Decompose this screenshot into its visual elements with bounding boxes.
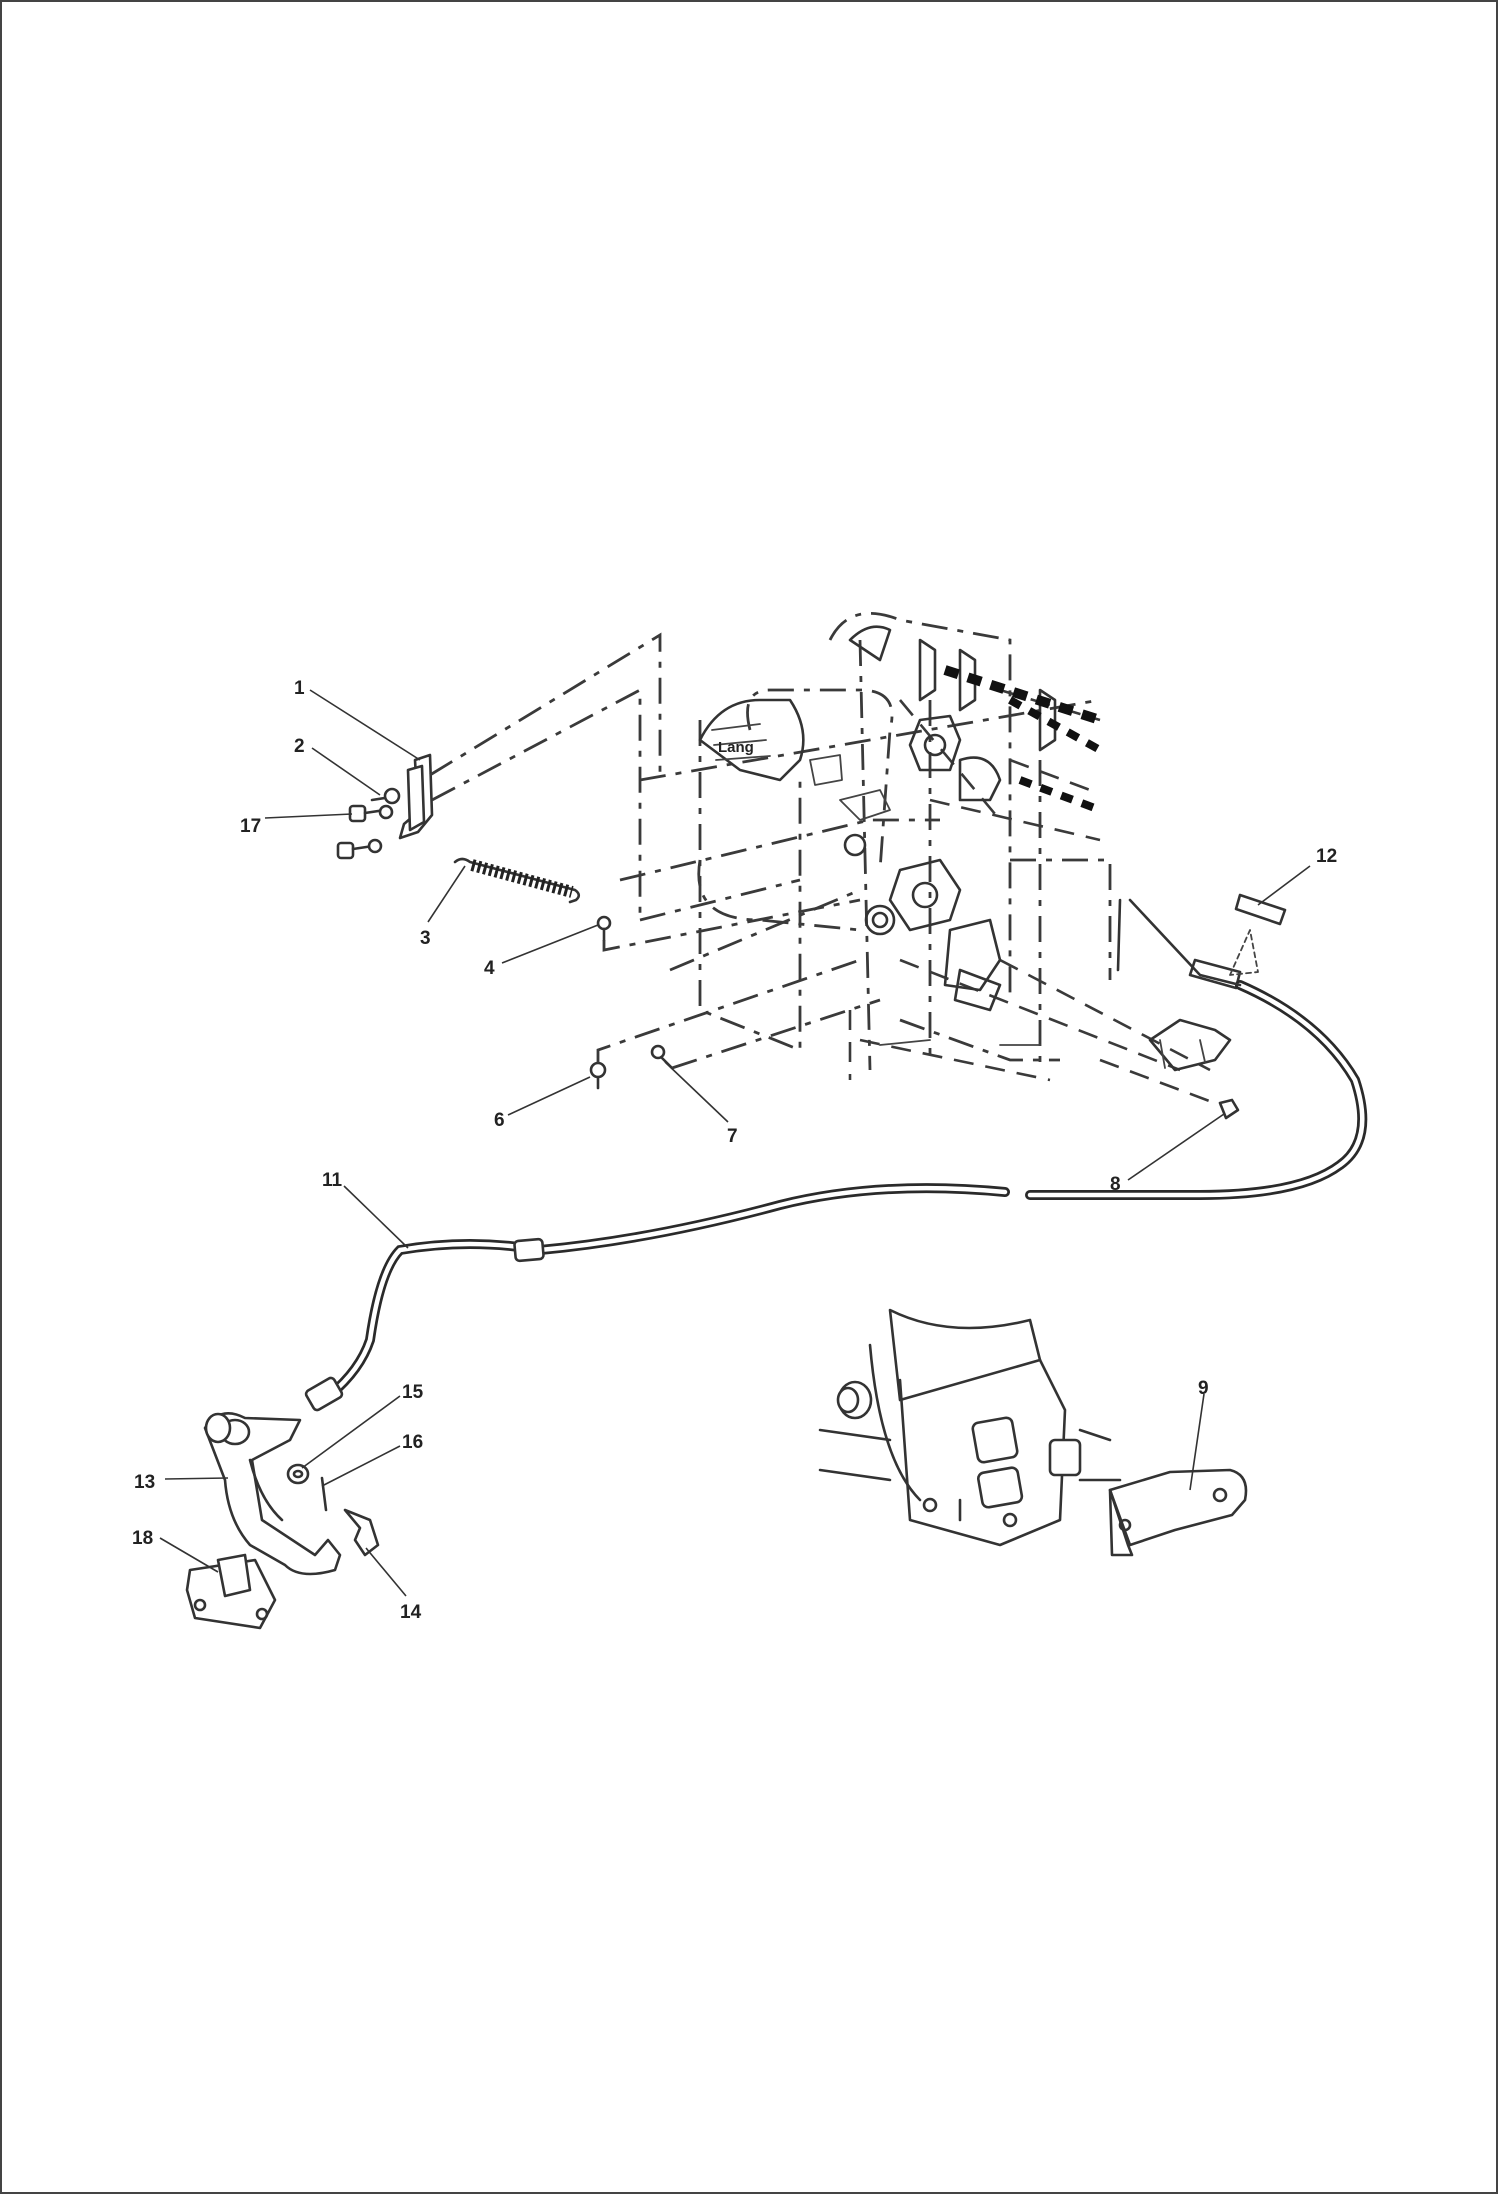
engine-assembly: Lang xyxy=(619,612,1211,1082)
callout-16: 16 xyxy=(402,1432,423,1453)
callout-11: 11 xyxy=(322,1170,343,1191)
clip-part-14 xyxy=(343,1508,380,1557)
callout-8: 8 xyxy=(1110,1174,1121,1195)
bracket-part-1 xyxy=(398,753,434,840)
clip-part-4 xyxy=(596,915,612,942)
nut-part-8 xyxy=(1218,1098,1240,1120)
cable-part-11 xyxy=(304,898,1368,1412)
callout-3: 3 xyxy=(420,928,431,949)
inset-detail xyxy=(818,1308,1248,1557)
callout-15: 15 xyxy=(402,1382,424,1403)
callout-6: 6 xyxy=(494,1110,505,1131)
washer-part-15 xyxy=(286,1463,310,1485)
engine-brand-label: Lang xyxy=(718,739,754,756)
bolt-part-2 xyxy=(370,787,401,805)
callout-2: 2 xyxy=(294,736,305,757)
callout-12: 12 xyxy=(1316,846,1337,867)
callout-labels: 1 2 17 3 4 6 7 8 11 12 9 13 15 16 14 18 xyxy=(132,678,1337,1623)
spring-part-3 xyxy=(453,857,581,904)
block-part-18 xyxy=(185,1553,277,1630)
callout-4: 4 xyxy=(484,958,495,979)
callout-14: 14 xyxy=(400,1602,422,1623)
leader-lines xyxy=(159,689,1311,1597)
callout-9: 9 xyxy=(1198,1378,1209,1399)
callout-13: 13 xyxy=(134,1472,155,1493)
callout-17: 17 xyxy=(240,816,261,837)
clip-part-6 xyxy=(589,1061,607,1090)
bolt-part-17 xyxy=(336,804,394,860)
callout-1: 1 xyxy=(294,678,305,699)
callout-18: 18 xyxy=(132,1528,153,1549)
callout-7: 7 xyxy=(727,1126,738,1147)
adjuster-part-12 xyxy=(1188,893,1287,990)
lever-part-13 xyxy=(203,1412,342,1576)
pin-part-16 xyxy=(320,1476,328,1512)
bracket-mount xyxy=(1148,1018,1232,1072)
clip-part-7 xyxy=(650,1044,674,1070)
